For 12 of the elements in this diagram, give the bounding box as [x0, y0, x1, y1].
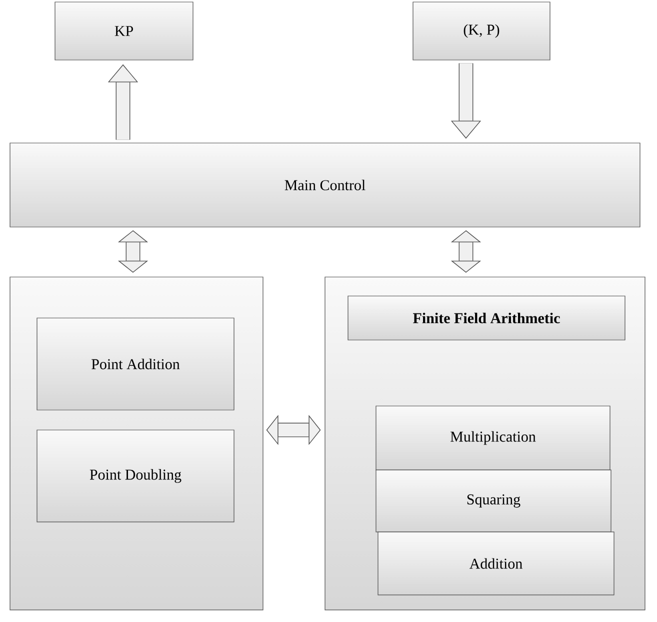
process-box: Squaring: [376, 470, 612, 532]
process-box: (K, P): [412, 2, 550, 60]
process-box: Addition: [378, 532, 614, 596]
block-arrow: [266, 414, 321, 446]
process-box: Multiplication: [376, 406, 610, 470]
block-arrow: [450, 230, 482, 273]
process-box: Main Control: [10, 142, 640, 228]
block-arrow: [118, 230, 148, 273]
process-box: KP: [54, 2, 194, 60]
process-box: Point Addition: [36, 318, 234, 410]
process-box: Finite Field Arithmetic: [348, 296, 626, 340]
process-box: Point Doubling: [36, 430, 234, 522]
